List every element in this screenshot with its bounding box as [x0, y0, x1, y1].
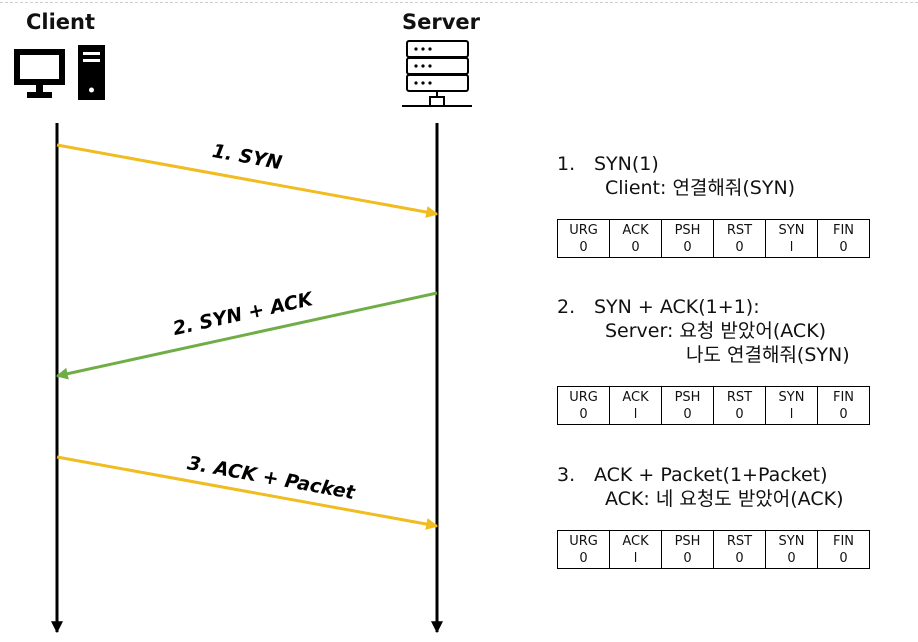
server-label: Server	[402, 10, 481, 34]
ack-packet-arrow	[56, 455, 439, 530]
step-2-desc-cont: 나도 연결해줘(SYN)	[686, 344, 850, 366]
step-3-number: 3.	[557, 464, 576, 486]
step-1-title: SYN(1)	[594, 153, 659, 175]
step-1-number: 1.	[557, 153, 576, 175]
syn-ack-arrow-label: 2. SYN + ACK	[171, 288, 316, 340]
syn-ack-arrow	[55, 291, 438, 380]
step-2-title: SYN + ACK(1+1):	[594, 296, 760, 318]
client-label: Client	[26, 10, 96, 34]
step-2-description: 2. SYN + ACK(1+1): Server: 요청 받았어(ACK) 나도…	[557, 295, 850, 367]
step-1-description: 1. SYN(1) Client: 연결해줘(SYN)	[557, 152, 795, 200]
step-2-desc: Server: 요청 받았어(ACK)	[605, 320, 827, 342]
server-icon	[402, 40, 472, 107]
step-3-desc: ACK: 네 요청도 받았어(ACK)	[605, 488, 844, 510]
step-1-desc: Client: 연결해줘(SYN)	[605, 177, 796, 199]
computer-icon	[14, 45, 105, 100]
syn-arrow-label: 1. SYN	[210, 140, 283, 174]
syn-arrow	[56, 143, 439, 218]
step-3-description: 3. ACK + Packet(1+Packet) ACK: 네 요청도 받았어(…	[557, 463, 844, 511]
step-3-title: ACK + Packet(1+Packet)	[594, 464, 828, 486]
step-2-number: 2.	[557, 296, 576, 318]
top-dashed-border	[0, 2, 918, 3]
